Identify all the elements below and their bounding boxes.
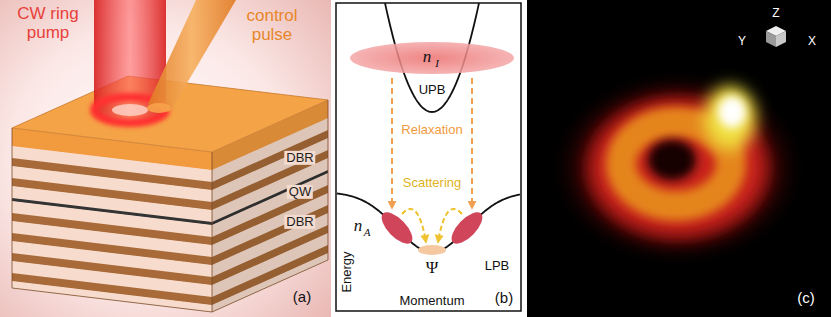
density-hole	[648, 140, 696, 180]
process-label: Relaxation	[401, 123, 462, 137]
panel-label: (a)	[293, 289, 311, 306]
lower-polariton-branch	[337, 194, 520, 252]
control-spot	[147, 103, 171, 113]
axis-letter: X	[808, 35, 816, 48]
beam-label: CW ring pump	[8, 5, 88, 42]
layer-label: QW	[287, 185, 313, 199]
axis-letter: Y	[738, 35, 746, 48]
render-background	[527, 0, 831, 317]
scattering-arrow	[402, 209, 426, 242]
population-symbol: n	[354, 217, 363, 236]
layer-label: DBR	[284, 151, 315, 165]
control-beam	[148, 0, 236, 112]
panel-label: (c)	[797, 290, 815, 307]
relaxation-arrow	[471, 78, 473, 208]
population-subscript: A	[364, 226, 371, 238]
beam-label: control pulse	[242, 7, 302, 44]
population-symbol: n	[423, 48, 432, 67]
panel-label: (b)	[495, 290, 513, 307]
population-subscript: I	[435, 57, 439, 69]
branch-label: UPB	[419, 83, 446, 97]
relaxation-arrow	[391, 78, 393, 208]
density-halo	[548, 68, 808, 268]
active-reservoir	[447, 207, 488, 248]
glow-background	[0, 0, 331, 317]
reservoir-population	[350, 42, 514, 74]
active-reservoir	[377, 207, 418, 248]
density-peak	[704, 86, 756, 150]
axes-cube	[766, 31, 776, 47]
axis-label: Energy	[340, 251, 354, 292]
layer-label: DBR	[284, 215, 315, 229]
panel-frame	[336, 3, 521, 311]
pump-ring-core	[112, 104, 148, 116]
block-edge	[12, 100, 328, 312]
front-layer	[12, 281, 212, 313]
condensate-symbol: Ψ	[426, 259, 439, 278]
condensate	[418, 245, 446, 255]
process-label: Scattering	[403, 176, 462, 190]
axis-label: Momentum	[399, 294, 464, 308]
axis-letter: Z	[772, 7, 779, 20]
scattering-arrow	[438, 209, 462, 242]
axes-cube	[776, 31, 786, 47]
branch-label: LPB	[485, 259, 510, 273]
density-peak-top	[718, 96, 746, 128]
